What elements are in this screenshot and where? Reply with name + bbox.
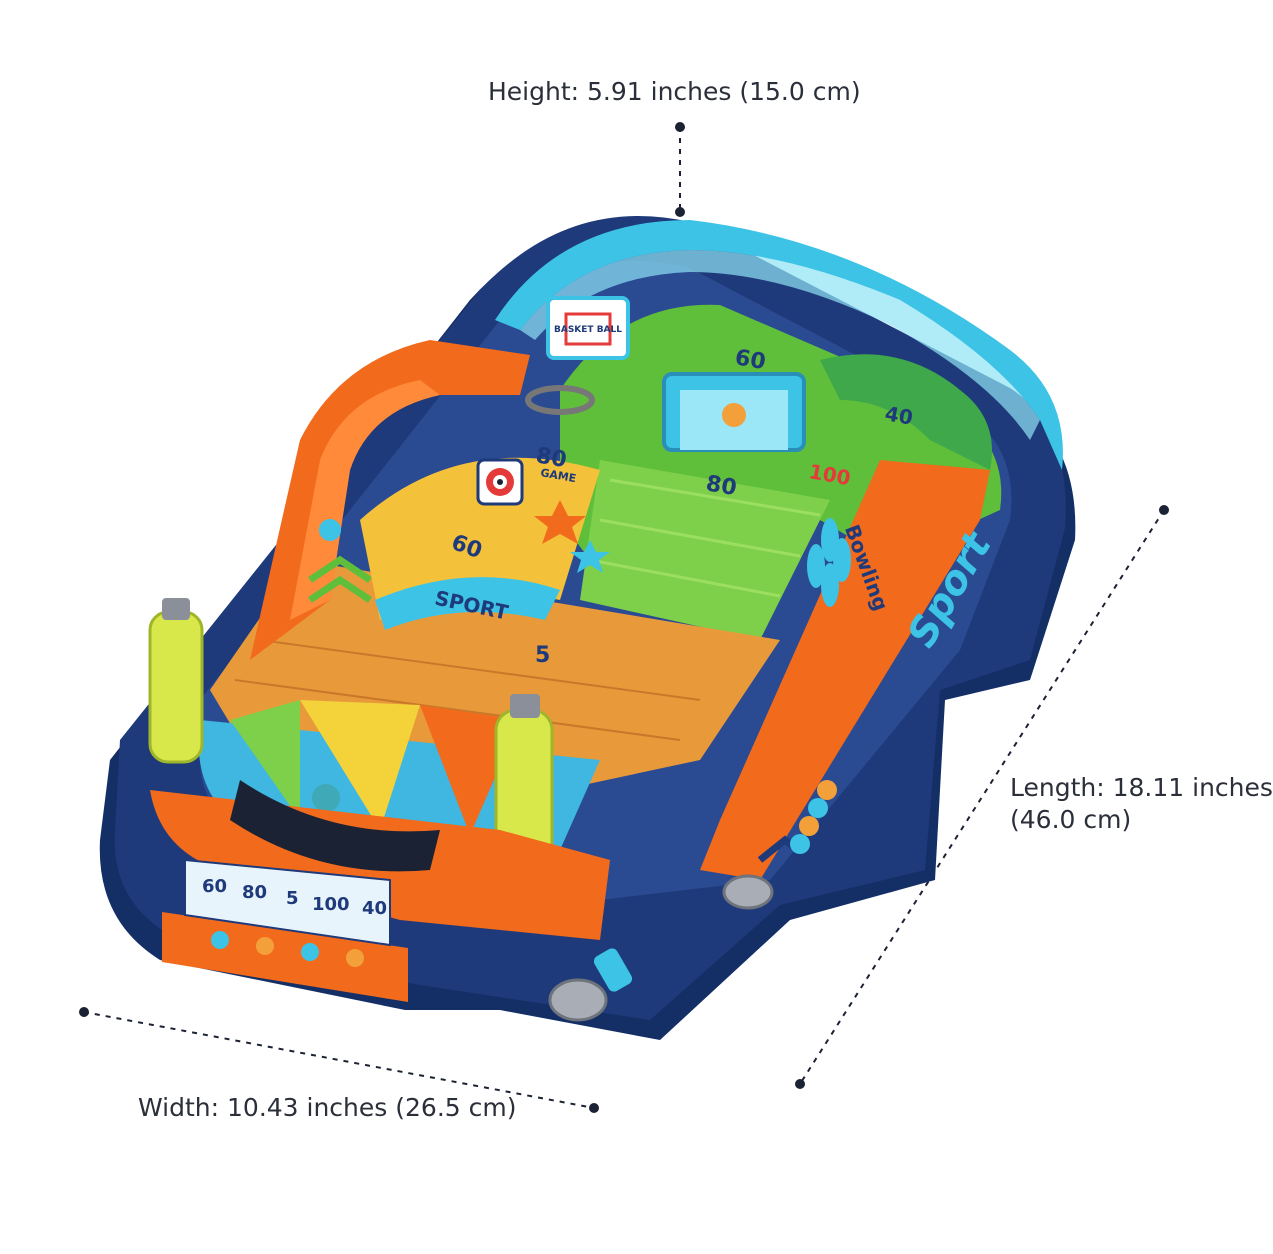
field-score-40: 40	[883, 401, 915, 429]
length-guide-line	[799, 509, 1165, 1085]
length-guide-dot-top	[1159, 505, 1169, 515]
side-button[interactable]	[722, 874, 774, 910]
tray-score-60: 60	[202, 876, 227, 897]
tray-score-100: 100	[312, 894, 350, 915]
decorative-stars	[534, 500, 610, 573]
archery-target	[476, 458, 524, 506]
tray-score-80: 80	[242, 882, 267, 903]
goalkeeper-figure	[722, 403, 746, 427]
dimension-guides	[79, 122, 1169, 1113]
bowling-pins	[807, 518, 851, 607]
width-guide-dot-right	[589, 1103, 599, 1113]
cyan-dome	[495, 220, 1063, 470]
orange-left-ramp	[250, 340, 530, 660]
left-flipper-post[interactable]	[148, 598, 204, 764]
tray-score-5: 5	[286, 888, 299, 909]
height-guide-dot-top	[675, 122, 685, 132]
width-dimension-label: Width: 10.43 inches (26.5 cm)	[138, 1093, 517, 1122]
sport-arc: SPORT	[360, 457, 600, 630]
field-score-game-80: 80	[534, 443, 569, 473]
basketball-sign: BASKET BALL	[546, 296, 630, 360]
width-guide-line	[83, 1011, 595, 1109]
length-dimension-label: Length: 18.11 inches (46.0 cm)	[1010, 772, 1273, 836]
length-dimension-inches: Length: 18.11 inches	[1010, 773, 1273, 802]
height-dimension-label: Height: 5.91 inches (15.0 cm)	[488, 77, 861, 106]
basketball-sign-text: BASKET BALL	[554, 325, 622, 335]
basketball-hoop	[525, 385, 595, 415]
field-score-5: 5	[535, 643, 550, 668]
field-score-top-60: 60	[733, 345, 768, 375]
length-guide-dot-bottom	[795, 1079, 805, 1089]
height-guide-dot-bottom	[675, 207, 685, 217]
game-label: GAME	[539, 466, 577, 485]
pinball-ball-front	[312, 784, 340, 812]
field-score-center-80: 80	[704, 471, 739, 501]
ball-storage-column	[790, 780, 837, 854]
pinball-ball-field	[319, 519, 341, 541]
width-guide-dot-left	[79, 1007, 89, 1017]
soccer-goal	[662, 372, 806, 452]
plunger[interactable]	[548, 946, 634, 1022]
score-tray: 60 80 5 100 40	[162, 858, 408, 1002]
length-dimension-cm: (46.0 cm)	[1010, 805, 1132, 834]
front-grille	[230, 780, 440, 872]
tray-score-40: 40	[362, 898, 387, 919]
